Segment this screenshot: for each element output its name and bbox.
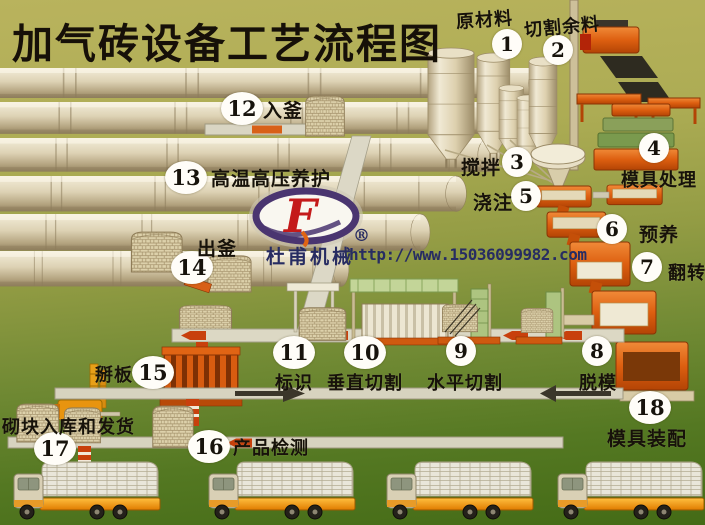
step-10-badge: 10 [344,336,386,369]
page-title: 加气砖设备工艺流程图 [12,20,442,68]
registered-trademark: ® [353,226,370,246]
step-16-badge: 16 [188,430,230,463]
marking-station [286,282,347,341]
step-7-label: 翻转 [668,263,705,284]
step-3-label: 搅拌 [461,157,502,179]
step-3-badge: 3 [502,147,532,177]
step-5-badge: 5 [511,181,541,211]
step-13-badge: 13 [165,161,207,194]
step-17-badge: 17 [34,432,76,465]
step-16-label: 产品检测 [233,438,309,459]
step-8-label: 脱模 [579,373,617,394]
step-9-badge: 9 [446,336,476,366]
step-11-label: 标识 [275,373,313,394]
step-13-label: 高温高压养护 [211,168,332,190]
step-6-badge: 6 [597,214,627,244]
step-8-badge: 8 [582,336,612,366]
step-6-label: 预养 [639,224,680,246]
mould-return-machine [576,20,701,124]
step-2-badge: 2 [543,35,573,65]
logo-monogram: F [282,189,320,243]
step-15-label: 掰板 [95,365,133,386]
step-4-badge: 4 [639,133,669,163]
step-15-badge: 15 [132,356,174,389]
step-4-label: 模具处理 [621,170,697,191]
step-7-badge: 7 [632,252,662,282]
step-9-label: 水平切割 [427,373,503,394]
support-pole [569,0,579,171]
shipping-conveyor [7,385,624,470]
horizontal-cutter [437,283,565,345]
step-18-badge: 18 [629,391,671,424]
website-url: http://www.15036099982.com [349,245,587,264]
step-1-badge: 1 [492,29,522,59]
step-1-label: 原材料 [455,8,514,33]
delivery-trucks [13,461,705,520]
step-5-label: 浇注 [473,192,514,214]
step-14-badge: 14 [171,251,213,284]
step-11-badge: 11 [273,336,315,369]
step-12-label: 入釜 [263,100,304,122]
mould-processing-stack [593,103,679,171]
company-logo: F [244,182,374,260]
step-12-badge: 12 [221,92,263,125]
step-18-label: 模具装配 [607,428,688,450]
step-17-label: 砌块入库和发货 [2,417,135,438]
step-10-label: 垂直切割 [327,373,403,394]
company-name: 杜甫机械 [266,246,355,268]
step-14-label: 出釜 [197,238,238,260]
